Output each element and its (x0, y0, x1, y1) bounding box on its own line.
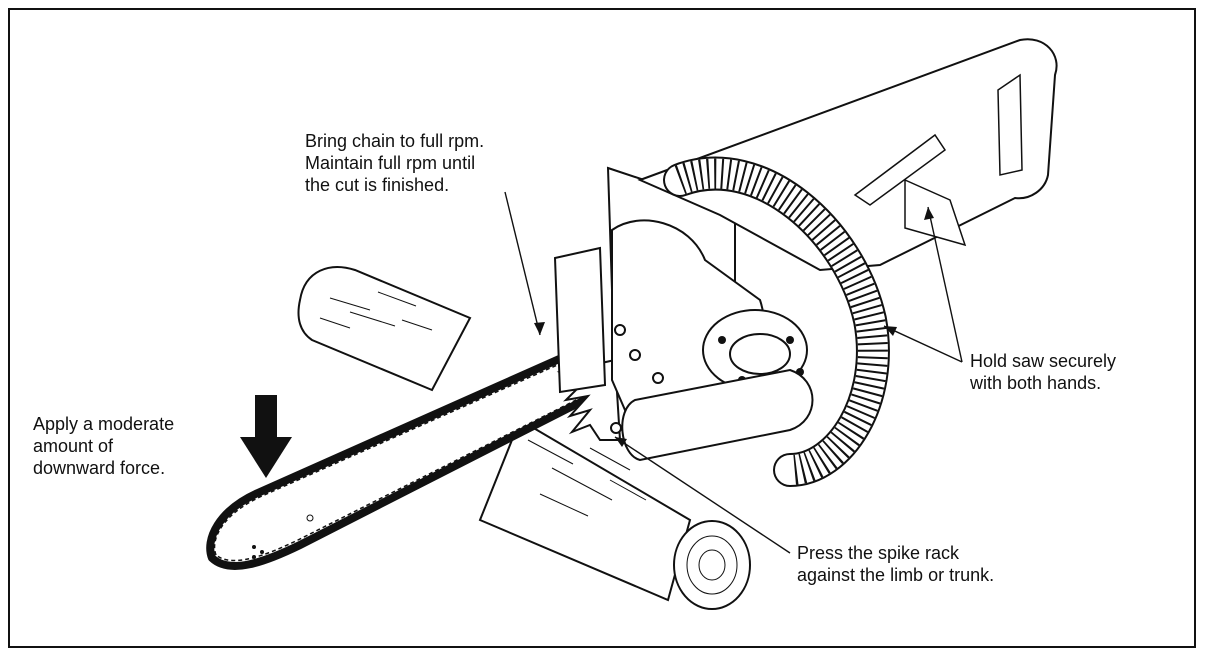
tube-housing (621, 368, 814, 462)
log-illustration (297, 266, 751, 610)
log-bark-texture (319, 291, 647, 517)
bar-rivet (252, 545, 256, 549)
arrowhead-spike (615, 437, 627, 447)
safety-lever (853, 133, 947, 206)
housing-bolt (614, 324, 626, 336)
bar-rivet (260, 550, 264, 554)
bar-hole (306, 514, 314, 522)
log-ring (686, 535, 738, 595)
callout-hands: Hold saw securely with both hands. (970, 351, 1117, 393)
housing-bolt (652, 372, 664, 384)
log-ring (698, 549, 726, 581)
leader-hands-b (927, 206, 963, 363)
housing-bolt (629, 349, 641, 361)
handle-grip (997, 73, 1023, 176)
arrowhead-rpm (534, 322, 545, 335)
trigger (904, 178, 967, 247)
leader-lines (504, 191, 963, 554)
corrugated-hose-ribs (674, 158, 888, 485)
bar-rivet (252, 555, 256, 559)
down-arrow-icon (240, 395, 292, 478)
callout-force: Apply a moderate amount of downward forc… (33, 414, 175, 478)
callout-spike: Press the spike rack against the limb or… (797, 543, 995, 585)
chainsaw-illustration (206, 38, 1058, 570)
leader-rpm (504, 191, 541, 336)
callout-rpm: Bring chain to full rpm. Maintain full r… (305, 131, 485, 195)
arrowhead-hands-b (924, 207, 934, 220)
leader-spike (614, 436, 791, 554)
arrowhead-hands-a (884, 326, 897, 336)
cap-screw (786, 336, 794, 344)
cap-screw (718, 336, 726, 344)
leader-arrowheads (534, 207, 934, 447)
chainsaw-diagram (206, 38, 1058, 610)
log-end-grain (673, 520, 751, 610)
log-body-back (297, 266, 472, 392)
log-body-front (478, 418, 692, 602)
motor-housing (553, 246, 607, 394)
leader-hands-a (883, 325, 963, 363)
housing-bolt (610, 422, 622, 434)
motor-end-cap-inner (729, 333, 791, 375)
